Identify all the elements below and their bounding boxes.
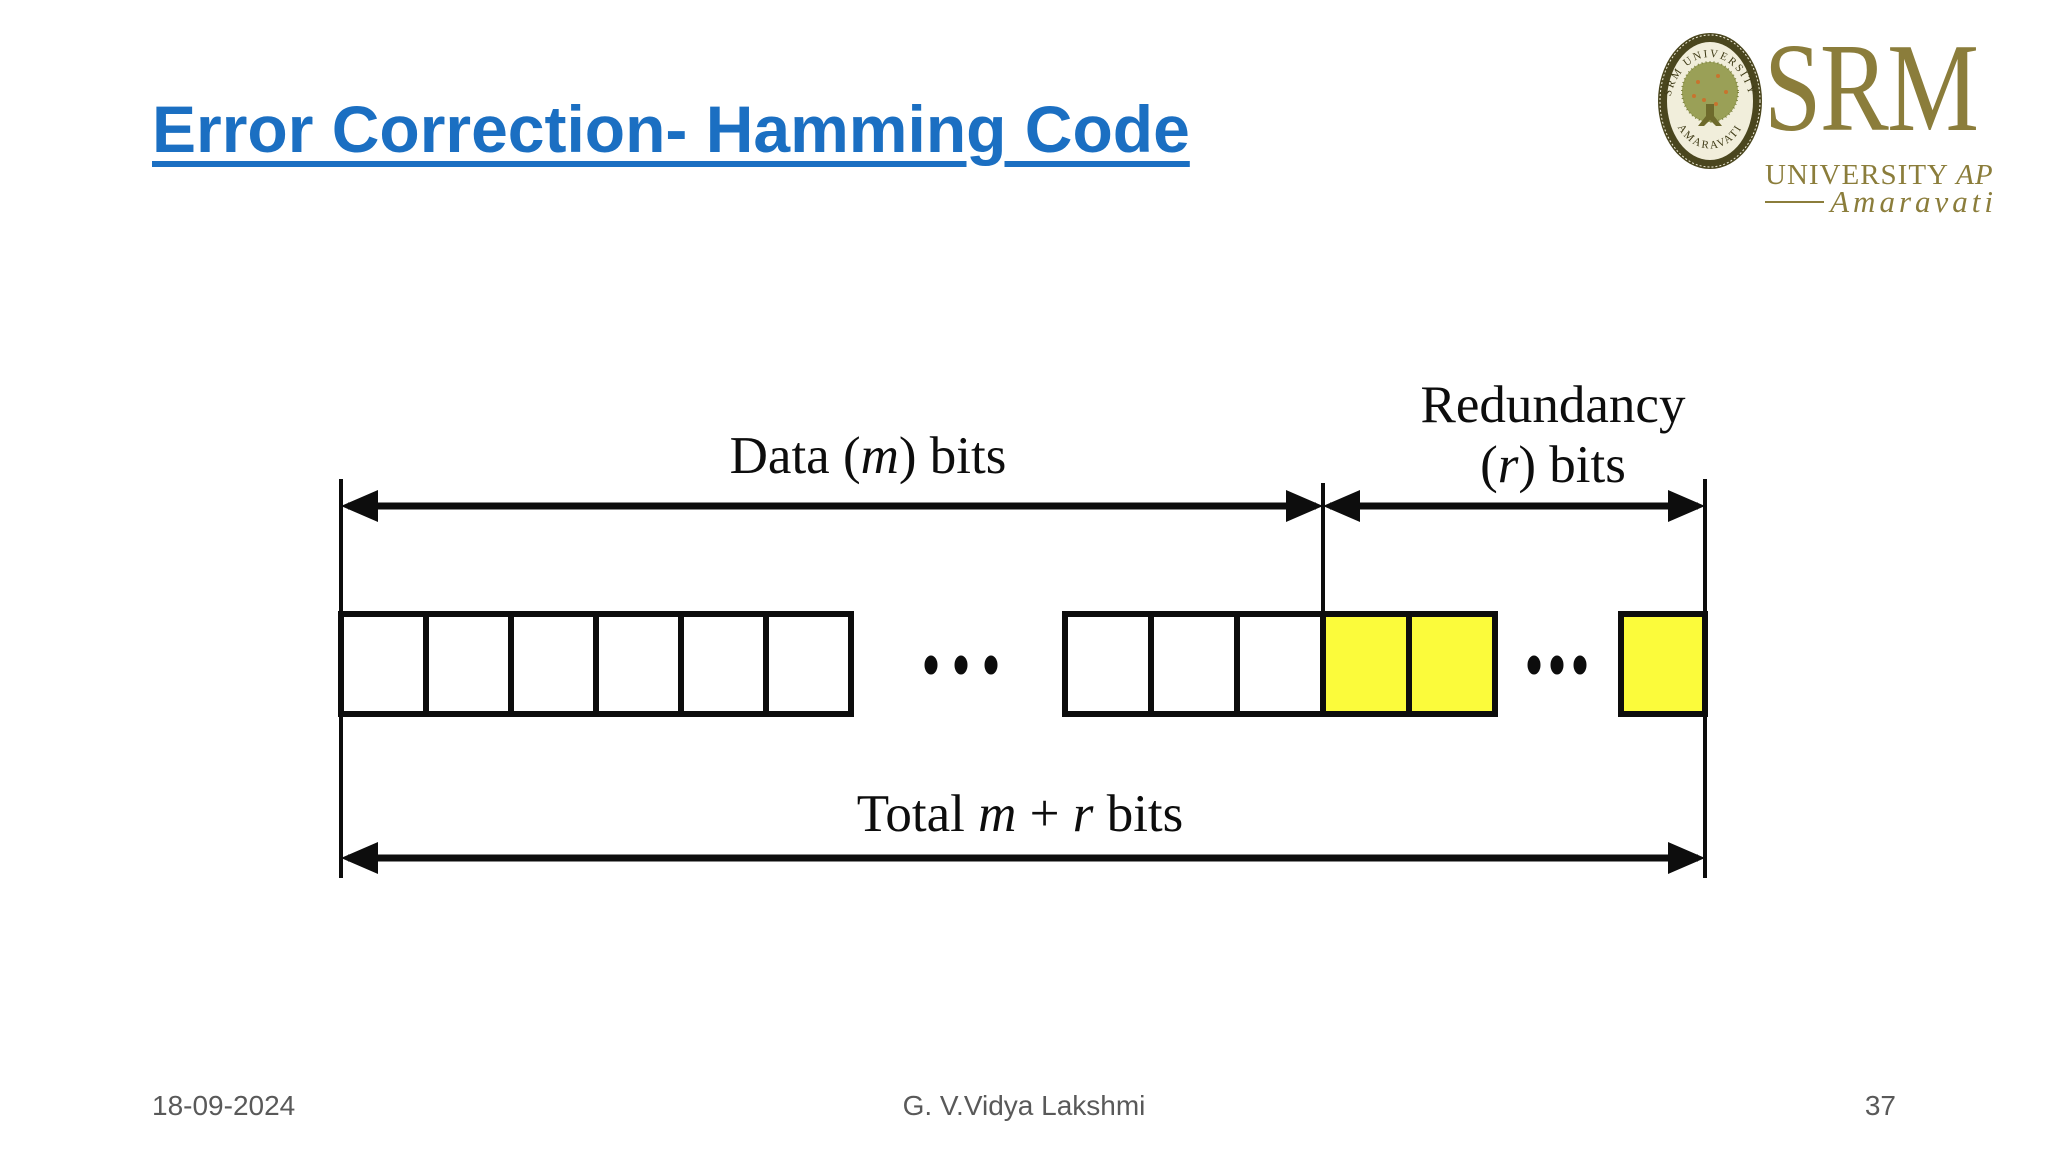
- data-bit-cell: [423, 611, 514, 717]
- bit-cells: [338, 611, 1708, 717]
- data-bit-cell: [1062, 611, 1154, 717]
- data-bit-cell: [1148, 611, 1240, 717]
- arrowhead-left-icon: [341, 490, 378, 522]
- slide-footer: 18-09-2024 G. V.Vidya Lakshmi 37: [0, 1086, 2048, 1126]
- data-bit-cell: [678, 611, 769, 717]
- footer-date: 18-09-2024: [152, 1090, 296, 1121]
- arrowhead-left-icon: [1323, 490, 1360, 522]
- left-ellipsis-dots: [924, 655, 998, 675]
- footer-page-number: 37: [1864, 1090, 1896, 1121]
- srm-seal-icon: SRM UNIVERSITY AMARAVATI: [1658, 33, 1762, 169]
- slide-title: Error Correction- Hamming Code: [152, 92, 1190, 166]
- data-bit-cell: [508, 611, 599, 717]
- logo-city: Amaravati: [1830, 184, 1997, 219]
- arrowhead-right-icon: [1668, 842, 1705, 874]
- redundancy-bits-arrow: [1323, 490, 1705, 522]
- right-ellipsis-dots: [1527, 655, 1587, 675]
- data-bits-label: Data (m) bits: [730, 427, 1007, 485]
- data-bit-cell: [593, 611, 684, 717]
- logo-rule-line: [1765, 200, 1825, 203]
- total-bits-label: Total m + r bits: [857, 785, 1184, 843]
- redundancy-bit-cell: [1406, 611, 1498, 717]
- data-bit-cell: [338, 611, 429, 717]
- arrowhead-right-icon: [1668, 490, 1705, 522]
- logo-university-word: UNIVERSITY: [1765, 159, 1948, 191]
- srm-university-logo: SRM UNIVERSITY AMARAVATI SRM UNIVERSITY …: [1652, 18, 2044, 217]
- footer-author: G. V.Vidya Lakshmi: [902, 1090, 1146, 1121]
- logo-acronym: SRM: [1764, 19, 1979, 158]
- logo-ap-suffix: AP: [1956, 159, 1994, 191]
- logo-university-line: UNIVERSITY AP: [1765, 161, 1994, 190]
- redundancy-bit-cell: [1618, 611, 1708, 717]
- arrowhead-left-icon: [341, 842, 378, 874]
- data-bit-cell: [1234, 611, 1326, 717]
- total-bits-arrow: [341, 842, 1705, 874]
- logo-city-row: Amaravati: [1765, 186, 1997, 217]
- seal-tree-foliage: [1682, 62, 1738, 122]
- seal-tree-trunk: [1698, 104, 1722, 126]
- data-bit-cell: [763, 611, 854, 717]
- redundancy-label-line1: Redundancy: [1421, 376, 1686, 434]
- data-bits-arrow: [341, 490, 1323, 522]
- redundancy-bit-cell: [1320, 611, 1412, 717]
- redundancy-label-line2: (r) bits: [1480, 436, 1626, 494]
- arrowhead-right-icon: [1286, 490, 1323, 522]
